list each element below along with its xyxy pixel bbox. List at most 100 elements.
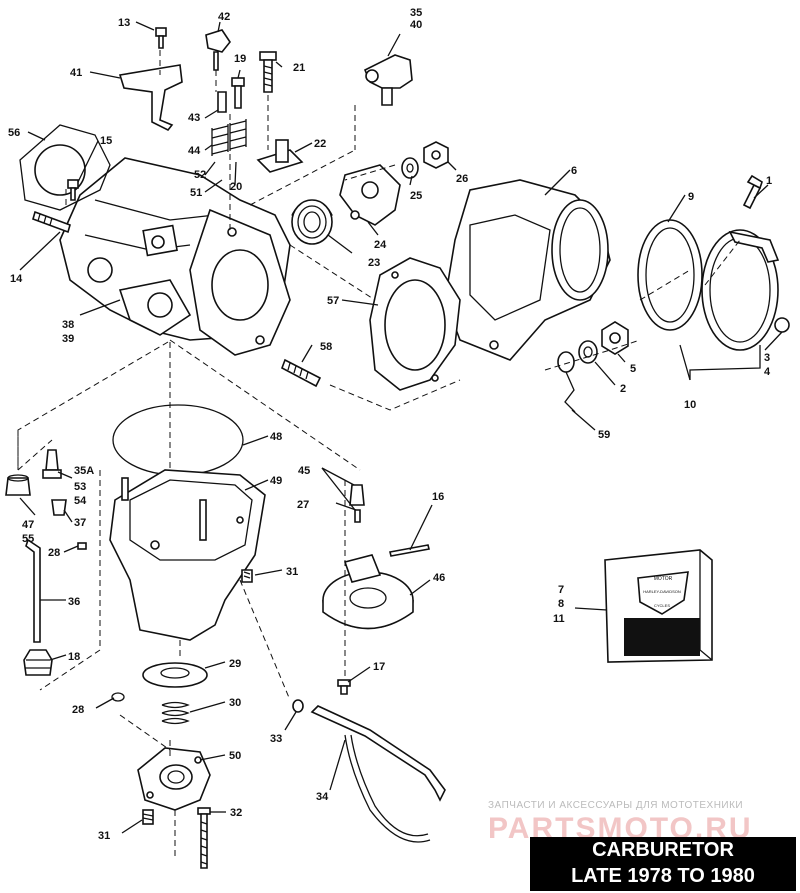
label-1: 1 [766,175,772,187]
label-46: 46 [433,572,445,584]
watermark-caption: ЗАПЧАСТИ И АКСЕССУАРЫ ДЛЯ МОТОТЕХНИКИ [488,800,744,811]
decal-mid: HARLEY-DAVIDSON [643,589,681,594]
decal-bottom: CYCLES [654,603,670,608]
hose-34 [310,705,446,843]
label-38: 38 [62,319,74,331]
label-24: 24 [374,239,387,251]
label-21: 21 [293,62,305,74]
screw-1 [742,174,763,210]
label-52: 52 [194,169,206,181]
pin-16 [389,544,430,557]
label-30: 30 [229,697,241,709]
screw-13 [155,27,167,49]
label-44: 44 [188,145,201,157]
needle-45 [349,484,365,523]
label-54: 54 [74,495,87,507]
label-4: 4 [764,366,771,378]
label-55: 55 [22,533,34,545]
nut-3 [774,317,790,333]
label-7: 7 [558,584,564,596]
o-ring-28-lower [111,692,125,702]
screw-17 [337,679,351,695]
nut-26 [423,141,449,169]
label-22: 22 [314,138,326,150]
part-labels: 13 42 35 40 19 21 4 1 43 56 15 44 52 20 5… [8,7,772,842]
label-20: 20 [230,181,242,193]
linkage-41 [118,64,183,132]
label-57: 57 [327,295,339,307]
decal-top: MOTOR [654,576,673,582]
float-bowl-49 [109,469,266,641]
label-31-lower: 31 [98,830,110,842]
label-42: 42 [218,11,230,23]
spring-44 [211,124,229,156]
label-39: 39 [62,333,74,345]
screw-32 [197,807,211,869]
ring-9 [637,219,703,331]
bracket-22 [256,139,304,173]
label-48: 48 [270,431,282,443]
assembly-lines [17,50,741,860]
nut-5 [601,321,629,355]
label-32: 32 [230,807,242,819]
label-33: 33 [270,733,282,745]
clamp-3-4 [701,229,780,351]
label-18: 18 [68,651,80,663]
title-line-1: CARBURETOR [592,839,734,861]
label-10: 10 [684,399,696,411]
label-51: 51 [190,187,202,199]
label-25: 25 [410,190,422,202]
fitting-35-40 [363,54,413,106]
label-3: 3 [764,352,770,364]
label-9: 9 [688,191,694,203]
label-53: 53 [74,481,86,493]
label-45: 45 [298,465,310,477]
tube-36 [25,538,41,643]
screw-19 [231,77,245,109]
screw-43 [217,91,227,113]
label-15: 15 [100,135,112,147]
label-26: 26 [456,173,468,185]
label-43: 43 [188,112,200,124]
label-23: 23 [368,257,380,269]
diaphragm-29 [142,662,208,688]
label-56: 56 [8,127,20,139]
label-59: 59 [598,429,610,441]
throttle-lever-24 [339,164,401,226]
jet-37 [51,499,67,516]
throttle-spring-23 [291,199,333,245]
washer-25 [401,157,419,179]
stud-58 [281,358,322,388]
leader-lines [19,21,783,834]
label-2: 2 [620,383,626,395]
label-29: 29 [229,658,241,670]
label-19: 19 [234,53,246,65]
title-line-2: LATE 1978 TO 1980 [571,865,755,887]
label-27: 27 [297,499,309,511]
label-36: 36 [68,596,80,608]
label-50: 50 [229,750,241,762]
label-6: 6 [571,165,577,177]
label-28-lower: 28 [72,704,84,716]
label-49: 49 [270,475,282,487]
plug-47 [5,474,31,496]
spring-20 [229,119,247,151]
screw-31-lower [142,809,154,825]
label-35: 35 [410,7,422,19]
label-37: 37 [74,517,86,529]
screw-21 [259,51,277,93]
label-40: 40 [410,19,422,31]
body-flange [189,208,291,356]
jet-35A [42,449,62,479]
gasket-28-upper [77,542,87,550]
boot-18 [23,649,53,676]
label-13: 13 [118,17,130,29]
gasket-57 [369,257,461,391]
washer-2 [578,340,598,364]
screw-15 [67,179,79,201]
label-58: 58 [320,341,332,353]
adapter-6 [444,179,611,361]
clip-33 [292,699,304,713]
